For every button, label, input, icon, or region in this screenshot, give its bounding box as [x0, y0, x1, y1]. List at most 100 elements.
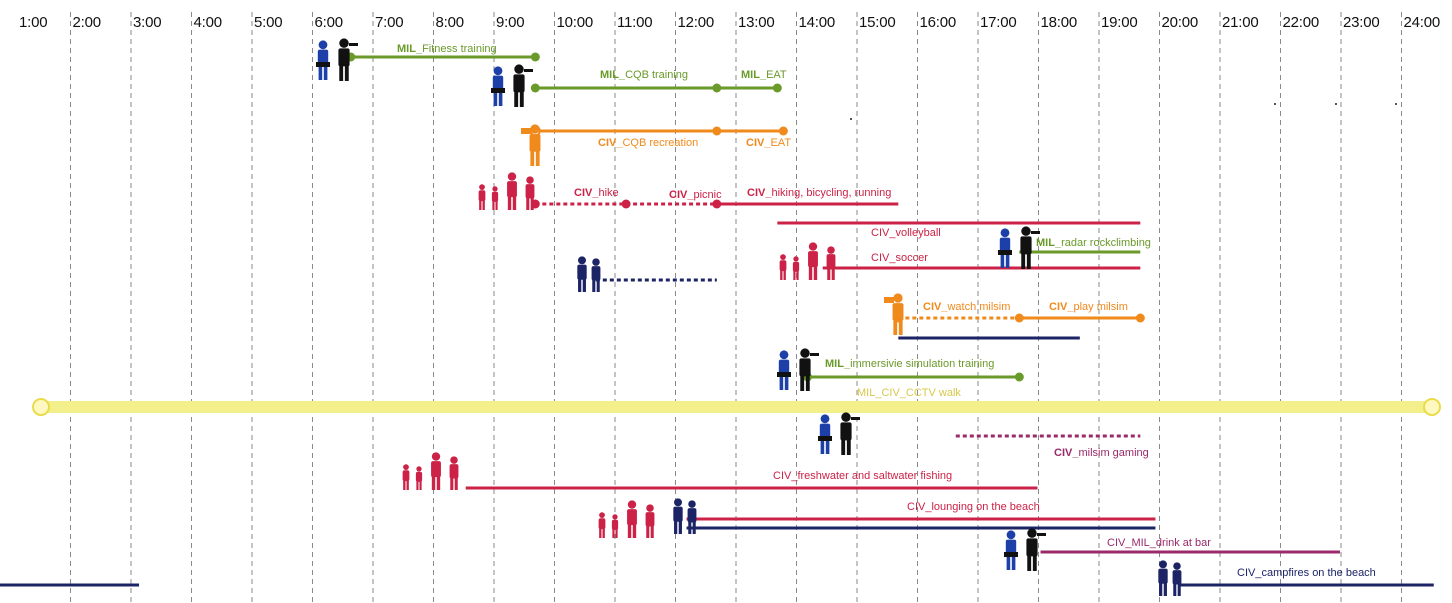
label-text: CIV_soccer — [871, 252, 928, 264]
soldier-head — [1027, 528, 1037, 538]
adult-body — [525, 184, 535, 199]
soldier-leg — [846, 439, 851, 455]
activity-label-lounging: CIV_lounging on the beach — [907, 501, 1040, 513]
adult-leg — [530, 197, 534, 210]
figure-couple-icon — [577, 256, 601, 292]
hour-label: 6:00 — [314, 14, 344, 31]
soldier-body — [338, 48, 350, 67]
label-text: immersivie simulation training — [850, 358, 994, 370]
adult-head — [1173, 562, 1181, 570]
label-text: MIL_CIV_CCTV walk — [857, 387, 961, 399]
activity-label-campfires: CIV_campfires on the beach — [1237, 567, 1376, 579]
activity-dot — [778, 126, 788, 136]
adult-head — [431, 452, 441, 461]
hour-label: 18:00 — [1040, 14, 1078, 31]
label-text: picnic — [693, 189, 722, 201]
adult-leg — [808, 266, 813, 280]
adult-leg — [692, 521, 696, 534]
child-head — [416, 466, 422, 472]
police-leg — [498, 91, 503, 106]
child-body — [402, 470, 410, 482]
police-belt — [777, 372, 791, 377]
adult-head — [1159, 560, 1167, 569]
police-head — [820, 414, 830, 424]
adult-body — [449, 464, 459, 479]
label-text: hike — [598, 187, 618, 199]
police-leg — [1005, 253, 1010, 268]
child-leg — [479, 200, 482, 210]
adult-leg — [582, 279, 586, 292]
adult-head — [627, 500, 637, 509]
salute-arm — [349, 43, 358, 46]
label-text: milsim gaming — [1078, 447, 1148, 459]
adult-body — [1158, 568, 1168, 584]
child-leg — [599, 528, 602, 538]
adult-leg — [688, 521, 692, 534]
adult-leg — [592, 279, 596, 292]
soldier-leg — [1032, 555, 1037, 571]
child-leg — [482, 200, 485, 210]
hour-label: 4:00 — [193, 14, 223, 31]
hour-label: 3:00 — [133, 14, 162, 31]
police-head — [779, 350, 789, 360]
activity-label-fishing: CIV_freshwater and saltwater fishing — [773, 470, 952, 482]
soldier-leg — [344, 65, 349, 81]
adult-head — [646, 504, 654, 512]
adult-leg — [454, 477, 458, 490]
child-head — [793, 256, 799, 262]
label-prefix: CIV_ — [574, 187, 599, 199]
police-belt — [491, 88, 505, 93]
label-prefix: MIL_ — [600, 69, 626, 81]
police-leg — [1006, 555, 1011, 570]
label-text: CIV_freshwater and saltwater fishing — [773, 470, 952, 482]
police-leg — [784, 375, 789, 390]
child-body — [491, 191, 499, 202]
soldier-body — [1026, 538, 1038, 557]
label-text: CIV_MIL_drink at bar — [1107, 537, 1211, 549]
figure-soldiers-icon — [316, 38, 358, 81]
adult-leg — [831, 267, 835, 280]
cctv-band-start — [32, 398, 50, 416]
label-text: EAT — [770, 137, 791, 149]
activity-label-hike: CIV_hike — [574, 187, 619, 199]
salute-arm — [1037, 533, 1046, 536]
soldier-leg — [1021, 253, 1026, 269]
adult-head — [592, 258, 600, 266]
label-prefix: MIL_ — [741, 69, 767, 81]
activity-dot — [530, 52, 540, 62]
scan-speck — [1335, 103, 1337, 105]
adult-leg — [650, 525, 654, 538]
adult-body — [687, 508, 697, 523]
activity-label-volleyball: CIV_volleyball — [871, 227, 941, 239]
adult-body — [591, 266, 601, 281]
activity-label-cctv: MIL_CIV_CCTV walk — [857, 387, 961, 399]
adult-leg — [674, 521, 678, 534]
activity-dot — [1135, 313, 1145, 323]
child-leg — [793, 271, 796, 280]
child-leg — [416, 481, 419, 490]
child-leg — [780, 270, 783, 280]
police-belt — [818, 436, 832, 441]
label-text: Fitness training — [422, 43, 497, 55]
activity-label-immersive: MIL_immersivie simulation training — [825, 358, 994, 370]
camera-icon — [521, 128, 531, 134]
hour-label: 2:00 — [72, 14, 102, 31]
salute-arm — [810, 353, 819, 356]
child-head — [780, 254, 786, 260]
photographer-leg — [898, 319, 903, 335]
label-prefix: CIV_ — [746, 137, 771, 149]
figure-family-icon — [478, 172, 535, 210]
adult-head — [450, 456, 458, 464]
police-leg — [820, 439, 825, 454]
scan-speck — [1395, 103, 1397, 105]
figure-photographer-icon — [521, 124, 541, 166]
child-leg — [612, 529, 615, 538]
child-leg — [403, 480, 406, 490]
activity-label-soccer: CIV_soccer — [871, 252, 928, 264]
hour-label: 23:00 — [1343, 14, 1380, 31]
adult-body — [627, 509, 637, 526]
label-prefix: MIL_ — [397, 43, 423, 55]
police-leg — [318, 65, 323, 80]
child-body — [779, 260, 787, 272]
